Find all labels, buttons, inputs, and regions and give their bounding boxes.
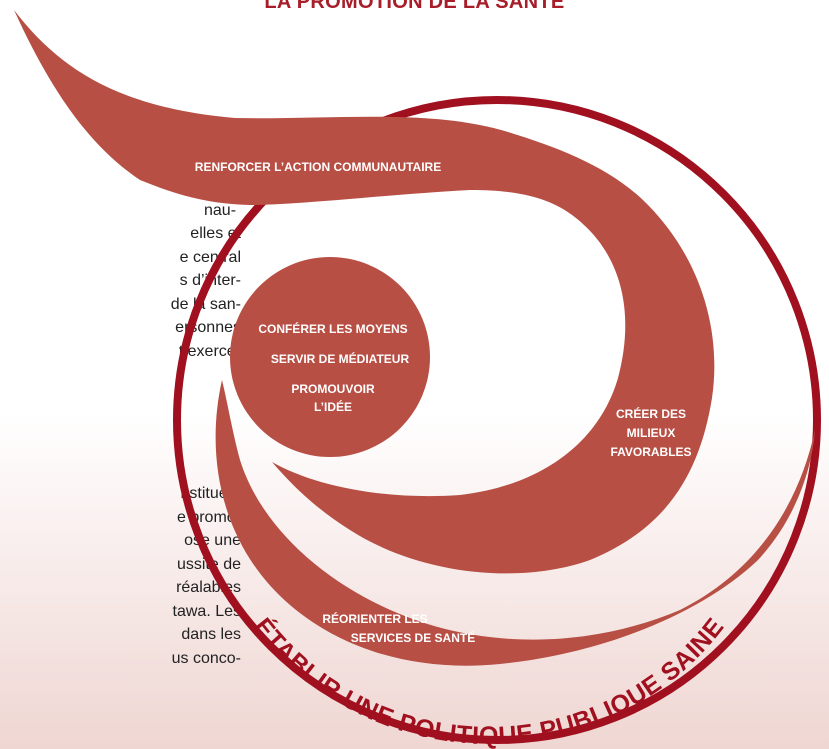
page-title: LA PROMOTION DE LA SANTÉ (264, 0, 565, 13)
label-community-action: RENFORCER L’ACTION COMMUNAUTAIRE (195, 160, 441, 174)
outer-ring (173, 96, 821, 744)
label-personal-skills-2: LES APTITUDES (476, 261, 570, 275)
label-enable: CONFÉRER LES MOYENS (258, 321, 407, 336)
label-environments-1: CRÉER DES (616, 406, 686, 421)
text-line: t exercer (178, 342, 241, 360)
label-mediate: SERVIR DE MÉDIATEUR (271, 351, 410, 366)
core-circle (230, 257, 430, 457)
label-personal-skills-3: PERSONNELLES (474, 280, 572, 294)
label-advocate-2: L’IDÉE (314, 399, 352, 414)
text-line: de la san- (170, 295, 241, 313)
text-line: elles et (190, 225, 241, 242)
label-health-services-2: SERVICES DE SANTÉ (351, 630, 475, 645)
label-personal-skills-1: DÉVELOPPER (482, 241, 564, 256)
inner-swirl-line (329, 225, 444, 288)
label-environments-2: MILIEUX (627, 426, 676, 440)
label-health-services-1: RÉORIENTER LES (322, 611, 427, 626)
body-paragraph-1: x nau- elles et e central s d’inter- de … (0, 175, 241, 363)
community-action-swoosh (14, 10, 715, 574)
label-advocate-1: PROMOUVOIR (291, 382, 375, 396)
label-environments-3: FAVORABLES (610, 445, 691, 459)
outer-label-healthy-policy: ÉTABLIR UNE POLITIQUE PUBLIQUE SAINE (248, 612, 729, 749)
text-line: nau- (204, 201, 237, 219)
text-line: dans les (181, 626, 241, 643)
text-line: tawa. Les (172, 602, 241, 620)
text-line: us conco- (171, 649, 241, 667)
